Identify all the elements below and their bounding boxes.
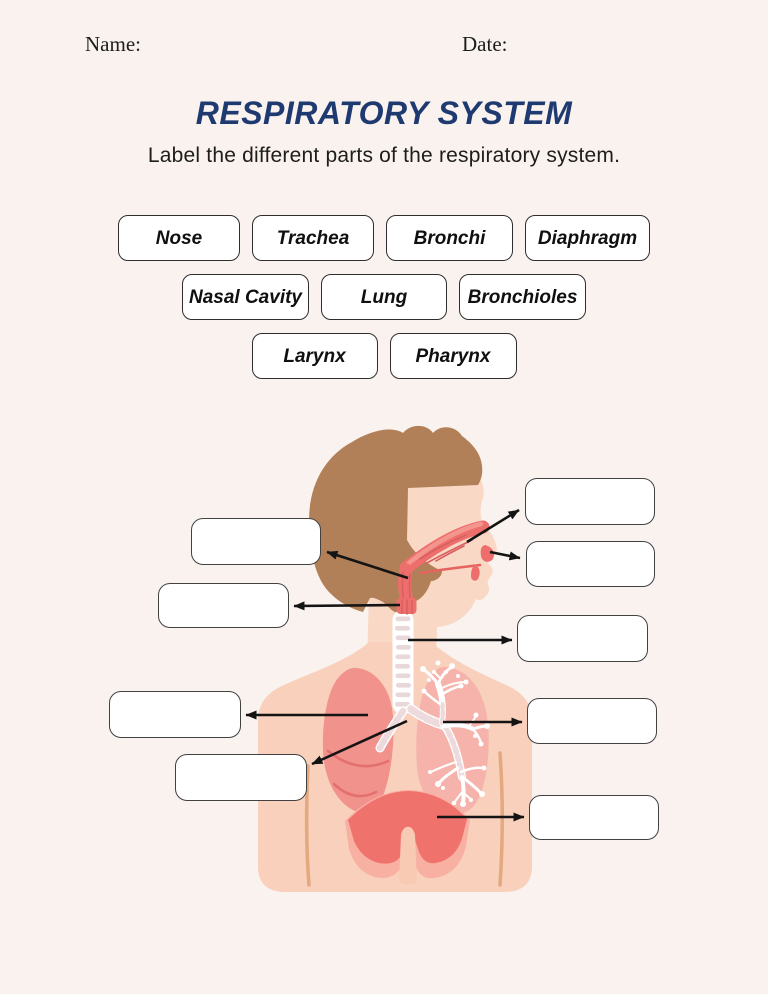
arrow-bronchi bbox=[311, 719, 408, 766]
word-bank-row-2: Nasal Cavity Lung Bronchioles bbox=[0, 274, 768, 320]
diaphragm-shape bbox=[345, 790, 470, 885]
arrow-pharynx bbox=[326, 550, 409, 580]
respiratory-system-illustration bbox=[258, 425, 532, 892]
lung-fissure-lines bbox=[326, 749, 390, 798]
arrow-nose bbox=[489, 550, 521, 561]
arm-crease-lines bbox=[304, 751, 504, 887]
trachea bbox=[392, 610, 414, 714]
uvula-shape bbox=[471, 565, 480, 581]
word-bank-row-3: Larynx Pharynx bbox=[0, 333, 768, 379]
word-tile-diaphragm[interactable]: Diaphragm bbox=[525, 215, 650, 261]
nostril-shape bbox=[480, 545, 495, 562]
hair-shape bbox=[309, 425, 483, 613]
nasal-cavity-shape bbox=[399, 520, 495, 581]
face-profile bbox=[367, 478, 497, 666]
answer-box-bronchi[interactable] bbox=[175, 754, 307, 801]
word-tile-pharynx[interactable]: Pharynx bbox=[389, 333, 517, 379]
page-title: RESPIRATORY SYSTEM bbox=[195, 95, 573, 131]
word-tile-bronchi[interactable]: Bronchi bbox=[386, 215, 513, 261]
esophagus-column bbox=[399, 826, 417, 885]
page-subtitle: Label the different parts of the respira… bbox=[147, 144, 621, 167]
answer-box-nasal-cavity[interactable] bbox=[525, 478, 655, 525]
name-label: Name: bbox=[85, 32, 141, 56]
lung-left bbox=[322, 667, 394, 813]
word-tile-nose[interactable]: Nose bbox=[118, 215, 240, 261]
arrow-larynx bbox=[293, 601, 401, 611]
word-tile-nasal-cavity[interactable]: Nasal Cavity bbox=[182, 274, 309, 320]
word-bank-row-1: Nose Trachea Bronchi Diaphragm bbox=[0, 215, 768, 261]
palate-line bbox=[419, 563, 482, 575]
pharynx-shape bbox=[398, 563, 415, 613]
answer-box-nose[interactable] bbox=[526, 541, 655, 587]
arrow-nasal-cavity bbox=[466, 508, 520, 544]
bronchi bbox=[375, 681, 466, 781]
alveoli-dots bbox=[420, 660, 490, 807]
bronchiole-tree bbox=[420, 660, 490, 807]
answer-box-diaphragm[interactable] bbox=[529, 795, 659, 840]
answer-box-pharynx[interactable] bbox=[191, 518, 321, 565]
answer-box-larynx[interactable] bbox=[158, 583, 289, 628]
answer-box-bronchioles[interactable] bbox=[527, 698, 657, 744]
word-tile-trachea[interactable]: Trachea bbox=[252, 215, 374, 261]
date-label: Date: bbox=[462, 32, 508, 56]
word-tile-larynx[interactable]: Larynx bbox=[251, 333, 378, 379]
larynx-shape bbox=[396, 598, 417, 615]
lung-right bbox=[416, 667, 489, 815]
word-bank: Nose Trachea Bronchi Diaphragm Nasal Cav… bbox=[0, 215, 768, 392]
answer-box-lung[interactable] bbox=[109, 691, 241, 738]
word-tile-lung[interactable]: Lung bbox=[321, 274, 447, 320]
answer-box-trachea[interactable] bbox=[517, 615, 648, 662]
word-tile-bronchioles[interactable]: Bronchioles bbox=[459, 274, 586, 320]
